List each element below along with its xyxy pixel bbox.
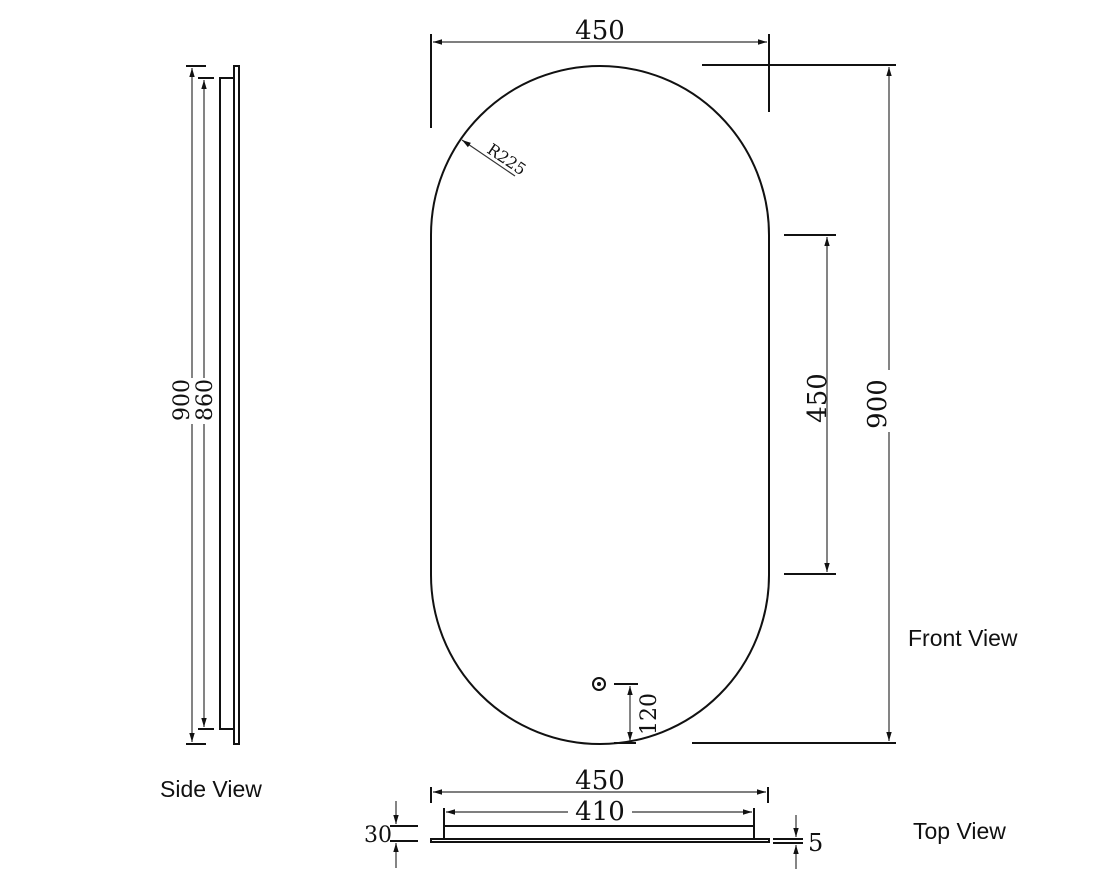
top-depth-dim: 30 — [364, 823, 392, 848]
top-width-inner: 410 — [575, 797, 625, 827]
mirror-outline — [430, 65, 770, 745]
front-straight-dim: 450 — [803, 373, 833, 423]
touch-switch-icon — [592, 677, 606, 691]
side-view-label: Side View — [160, 776, 262, 802]
top-width-outer: 450 — [575, 766, 625, 796]
radius-dim: R225 — [484, 140, 530, 180]
button-offset-dim: 120 — [637, 693, 662, 735]
top-view-label: Top View — [913, 818, 1006, 844]
top-body — [443, 825, 755, 839]
side-body — [219, 77, 234, 730]
side-dim-900: 900 — [170, 379, 195, 421]
front-view: 450 R225 900 450 120 Front View — [430, 14, 1018, 745]
front-width-dim: 450 — [575, 16, 625, 46]
side-view: 900 860 Side View — [160, 65, 262, 802]
side-back-plate — [233, 65, 240, 745]
front-height-dim: 900 — [863, 379, 893, 429]
side-dim-860: 860 — [193, 379, 218, 421]
top-back-plate — [430, 838, 770, 843]
top-view: 450 410 30 5 Top View — [364, 766, 1006, 869]
top-plate-thickness-dim: 5 — [808, 829, 823, 857]
radius-leader — [461, 139, 516, 177]
front-view-label: Front View — [908, 625, 1018, 651]
